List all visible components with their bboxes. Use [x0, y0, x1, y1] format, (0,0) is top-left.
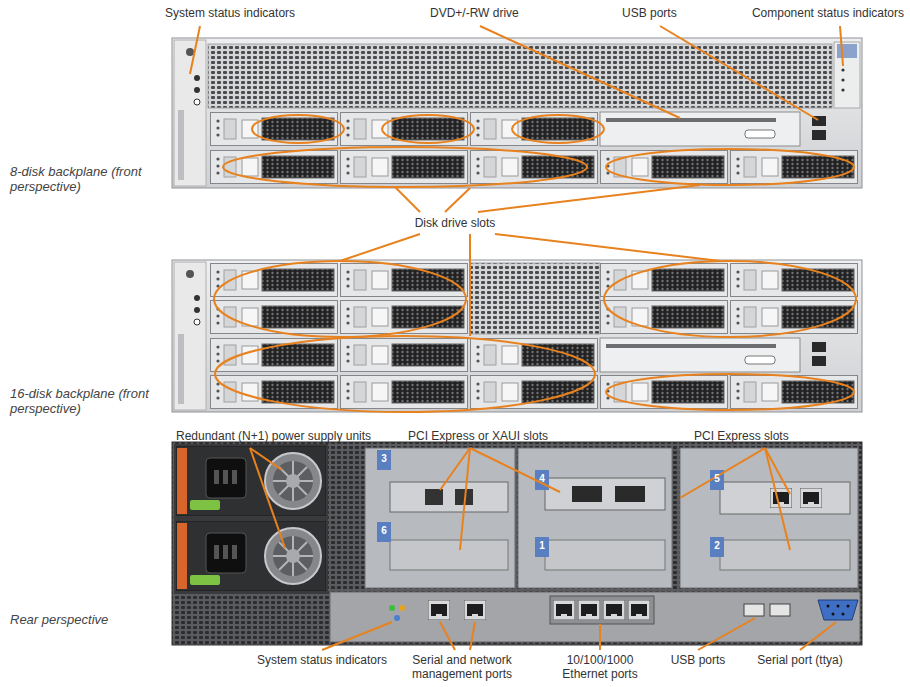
slot-number: 3	[381, 453, 387, 465]
callout-label: 10/100/1000 Ethernet ports	[545, 653, 655, 681]
callout-label: System status indicators	[165, 6, 295, 20]
callout-label: Serial port (ttya)	[757, 653, 842, 667]
slot-number: 5	[714, 473, 720, 485]
leader-lines	[190, 26, 856, 650]
callout-label: DVD+/-RW drive	[430, 6, 519, 20]
callout-label: Component status indicators	[752, 6, 904, 20]
view-label: Rear perspective	[10, 612, 108, 627]
slot-number: 1	[539, 540, 545, 552]
callout-label: Disk drive slots	[415, 216, 496, 230]
slot-number: 6	[381, 525, 387, 537]
callout-label: Serial and network management ports	[397, 653, 527, 681]
callout-label: PCI Express slots	[694, 429, 789, 443]
slot-number: 2	[714, 540, 720, 552]
callout-label: USB ports	[622, 6, 677, 20]
slot-number: 4	[539, 473, 545, 485]
view-label: 16-disk backplane (front perspective)	[10, 386, 160, 416]
callout-label: System status indicators	[257, 653, 387, 667]
callout-label: Redundant (N+1) power supply units	[176, 429, 371, 443]
callout-label: PCI Express or XAUI slots	[408, 429, 548, 443]
view-label: 8-disk backplane (front perspective)	[10, 164, 160, 194]
callout-label: USB ports	[671, 653, 726, 667]
